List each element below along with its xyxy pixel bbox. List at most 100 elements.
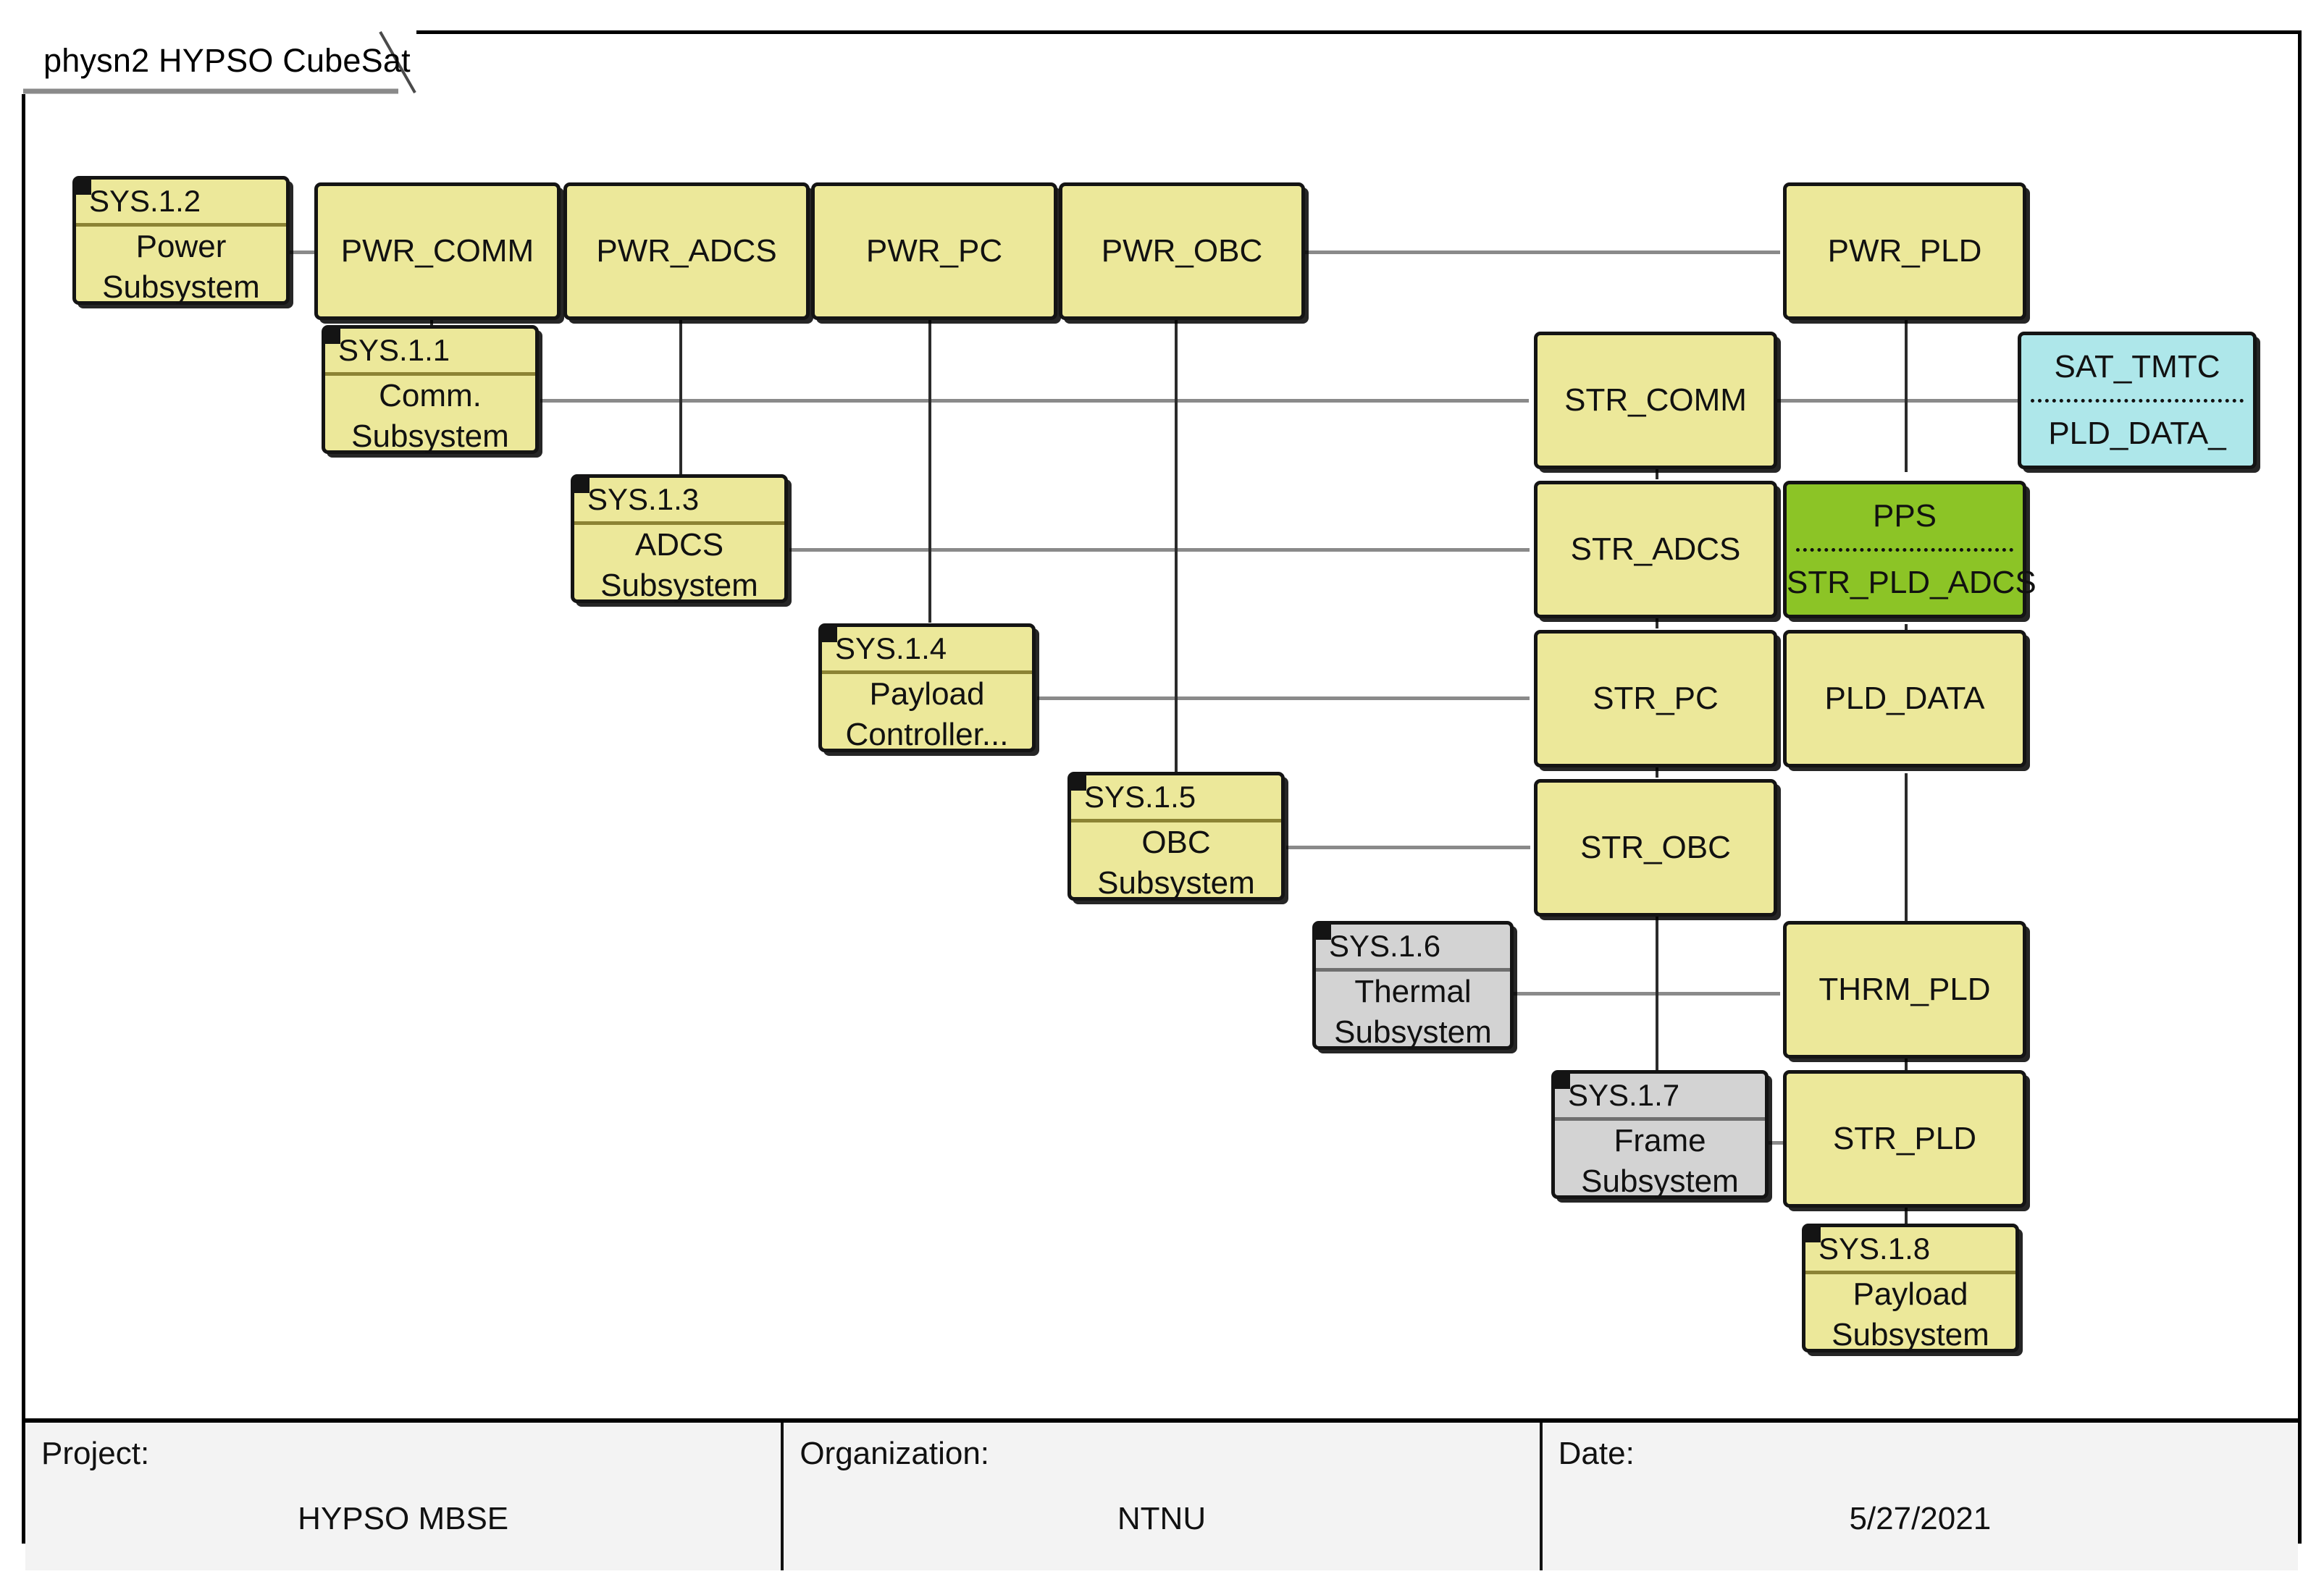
- part-label-line2: Subsystem: [102, 269, 260, 306]
- port-label: PWR_PLD: [1827, 232, 1982, 269]
- port-str-comm[interactable]: STR_COMM: [1534, 332, 1777, 469]
- flow-label-top: SAT_TMTC: [2054, 348, 2220, 384]
- connector-sys15-strobc: [1286, 846, 1530, 849]
- port-pwr-obc[interactable]: PWR_OBC: [1059, 182, 1305, 320]
- part-body: Frame Subsystem: [1555, 1121, 1765, 1208]
- part-obc-subsystem[interactable]: SYS.1.5 OBC Subsystem: [1067, 772, 1285, 901]
- port-pwr-pc[interactable]: PWR_PC: [811, 182, 1057, 320]
- part-body: Comm. Subsystem: [325, 376, 535, 463]
- flow-sat-tmtc-pld-data[interactable]: SAT_TMTC PLD_DATA_: [2018, 332, 2257, 469]
- part-body: Power Subsystem: [76, 227, 286, 314]
- part-label-line1: ADCS: [634, 527, 724, 563]
- port-str-pc[interactable]: STR_PC: [1534, 630, 1777, 767]
- part-label-line1: Payload: [1853, 1276, 1968, 1312]
- part-id-sys13: SYS.1.3: [574, 477, 784, 525]
- port-str-adcs[interactable]: STR_ADCS: [1534, 481, 1777, 618]
- part-label-line1: Thermal: [1354, 974, 1472, 1009]
- port-pld-data[interactable]: PLD_DATA: [1783, 630, 2026, 767]
- connector-pwrobc-sys15: [1175, 319, 1178, 773]
- port-str-obc[interactable]: STR_OBC: [1534, 779, 1777, 917]
- corner-marker-icon: [1070, 775, 1086, 791]
- port-pwr-pld[interactable]: PWR_PLD: [1783, 182, 2026, 320]
- part-label-line2: Subsystem: [1097, 865, 1255, 901]
- connector-sys11-strcomm: [540, 399, 1529, 403]
- connector-sys16-thrmpld: [1512, 992, 1780, 996]
- part-label-line2: Subsystem: [600, 568, 758, 604]
- part-payload-controller[interactable]: SYS.1.4 Payload Controller...: [818, 623, 1036, 752]
- part-thermal-subsystem[interactable]: SYS.1.6 Thermal Subsystem: [1312, 921, 1514, 1050]
- connector-strcomm-sattmtc: [1766, 399, 2018, 403]
- corner-marker-icon: [574, 477, 590, 493]
- footer-value: NTNU: [1117, 1501, 1207, 1536]
- title-tab-shape: [23, 31, 416, 94]
- part-id-sys18: SYS.1.8: [1805, 1226, 2015, 1274]
- part-label-line2: Controller...: [845, 717, 1009, 753]
- part-body: ADCS Subsystem: [574, 525, 784, 613]
- corner-marker-icon: [1315, 924, 1331, 940]
- part-id-sys16: SYS.1.6: [1315, 924, 1510, 972]
- corner-marker-icon: [1554, 1073, 1570, 1089]
- part-body: Payload Controller...: [822, 674, 1032, 762]
- port-str-pld[interactable]: STR_PLD: [1783, 1070, 2026, 1208]
- connector-sys12-pwrcomm: [288, 251, 317, 254]
- connector-strcomm-stradcs: [1656, 463, 1658, 479]
- corner-marker-icon: [821, 626, 837, 642]
- connector-pwrobc-pwrpld: [1288, 251, 1780, 254]
- flow-label-bottom: STR_PLD_ADCS: [1787, 565, 2036, 601]
- flow-pps-str-pld-adcs[interactable]: PPS STR_PLD_ADCS: [1783, 481, 2036, 618]
- port-pwr-comm[interactable]: PWR_COMM: [314, 182, 561, 320]
- port-pwr-adcs[interactable]: PWR_ADCS: [563, 182, 810, 320]
- connector-thrmpld-strpld: [1905, 1059, 1908, 1074]
- flow-body: SAT_TMTC PLD_DATA_: [2021, 335, 2253, 466]
- part-id-sys15: SYS.1.5: [1070, 775, 1281, 822]
- connector-sys17-strpld: [1766, 1141, 1787, 1145]
- part-label-line2: Subsystem: [1334, 1014, 1492, 1051]
- flow-separator: [2030, 398, 2244, 403]
- part-label-line1: Frame: [1614, 1123, 1706, 1158]
- flow-body: PPS STR_PLD_ADCS: [1787, 484, 2036, 615]
- port-label: PWR_ADCS: [596, 232, 777, 269]
- corner-marker-icon: [1805, 1226, 1821, 1242]
- part-adcs-subsystem[interactable]: SYS.1.3 ADCS Subsystem: [571, 474, 788, 603]
- corner-marker-icon: [324, 328, 340, 344]
- part-payload-subsystem[interactable]: SYS.1.8 Payload Subsystem: [1802, 1224, 2019, 1352]
- connector-sys14-strpc: [1037, 696, 1530, 700]
- part-label-line1: Comm.: [379, 378, 482, 413]
- part-label-line1: Power: [135, 229, 227, 264]
- port-label: PLD_DATA: [1824, 680, 1985, 716]
- port-thrm-pld[interactable]: THRM_PLD: [1783, 921, 2026, 1059]
- flow-separator: [1796, 547, 2013, 552]
- connector-strpld-sys18: [1905, 1208, 1908, 1224]
- part-comm-subsystem[interactable]: SYS.1.1 Comm. Subsystem: [322, 325, 539, 454]
- port-label: STR_OBC: [1580, 829, 1731, 865]
- footer-cell-date: Date: 5/27/2021: [1542, 1423, 2298, 1570]
- footer-label: Organization:: [800, 1436, 990, 1471]
- diagram-title-tab: [22, 30, 416, 94]
- part-id-sys17: SYS.1.7: [1554, 1073, 1765, 1121]
- port-label: STR_PLD: [1832, 1120, 1977, 1156]
- part-label-line2: Subsystem: [1581, 1163, 1739, 1200]
- part-frame-subsystem[interactable]: SYS.1.7 Frame Subsystem: [1551, 1070, 1769, 1199]
- port-label: THRM_PLD: [1818, 971, 1991, 1007]
- part-label-line1: Payload: [869, 676, 985, 712]
- part-body: OBC Subsystem: [1071, 822, 1281, 910]
- part-id-sys11: SYS.1.1: [324, 328, 535, 376]
- flow-label-top: PPS: [1872, 497, 1937, 534]
- part-label-line1: OBC: [1141, 825, 1211, 860]
- part-label-line2: Subsystem: [1832, 1317, 1989, 1353]
- part-label-line2: Subsystem: [351, 418, 509, 455]
- connector-strobc-sys17: [1656, 911, 1658, 1079]
- port-label: STR_ADCS: [1570, 531, 1741, 567]
- footer-value: HYPSO MBSE: [298, 1501, 509, 1536]
- connector-pwradcs-sys13: [679, 319, 682, 474]
- title-block-footer: Project: HYPSO MBSE Organization: NTNU D…: [25, 1418, 2298, 1570]
- port-label: PWR_PC: [865, 232, 1003, 269]
- footer-label: Date:: [1558, 1436, 1635, 1471]
- footer-value: 5/27/2021: [1849, 1501, 1992, 1536]
- part-power-subsystem[interactable]: SYS.1.2 Power Subsystem: [72, 176, 290, 305]
- port-label: PWR_COMM: [340, 232, 534, 269]
- connector-pwrpc-sys14: [928, 319, 931, 623]
- corner-marker-icon: [75, 179, 91, 195]
- connector-sys13-stradcs: [789, 548, 1530, 552]
